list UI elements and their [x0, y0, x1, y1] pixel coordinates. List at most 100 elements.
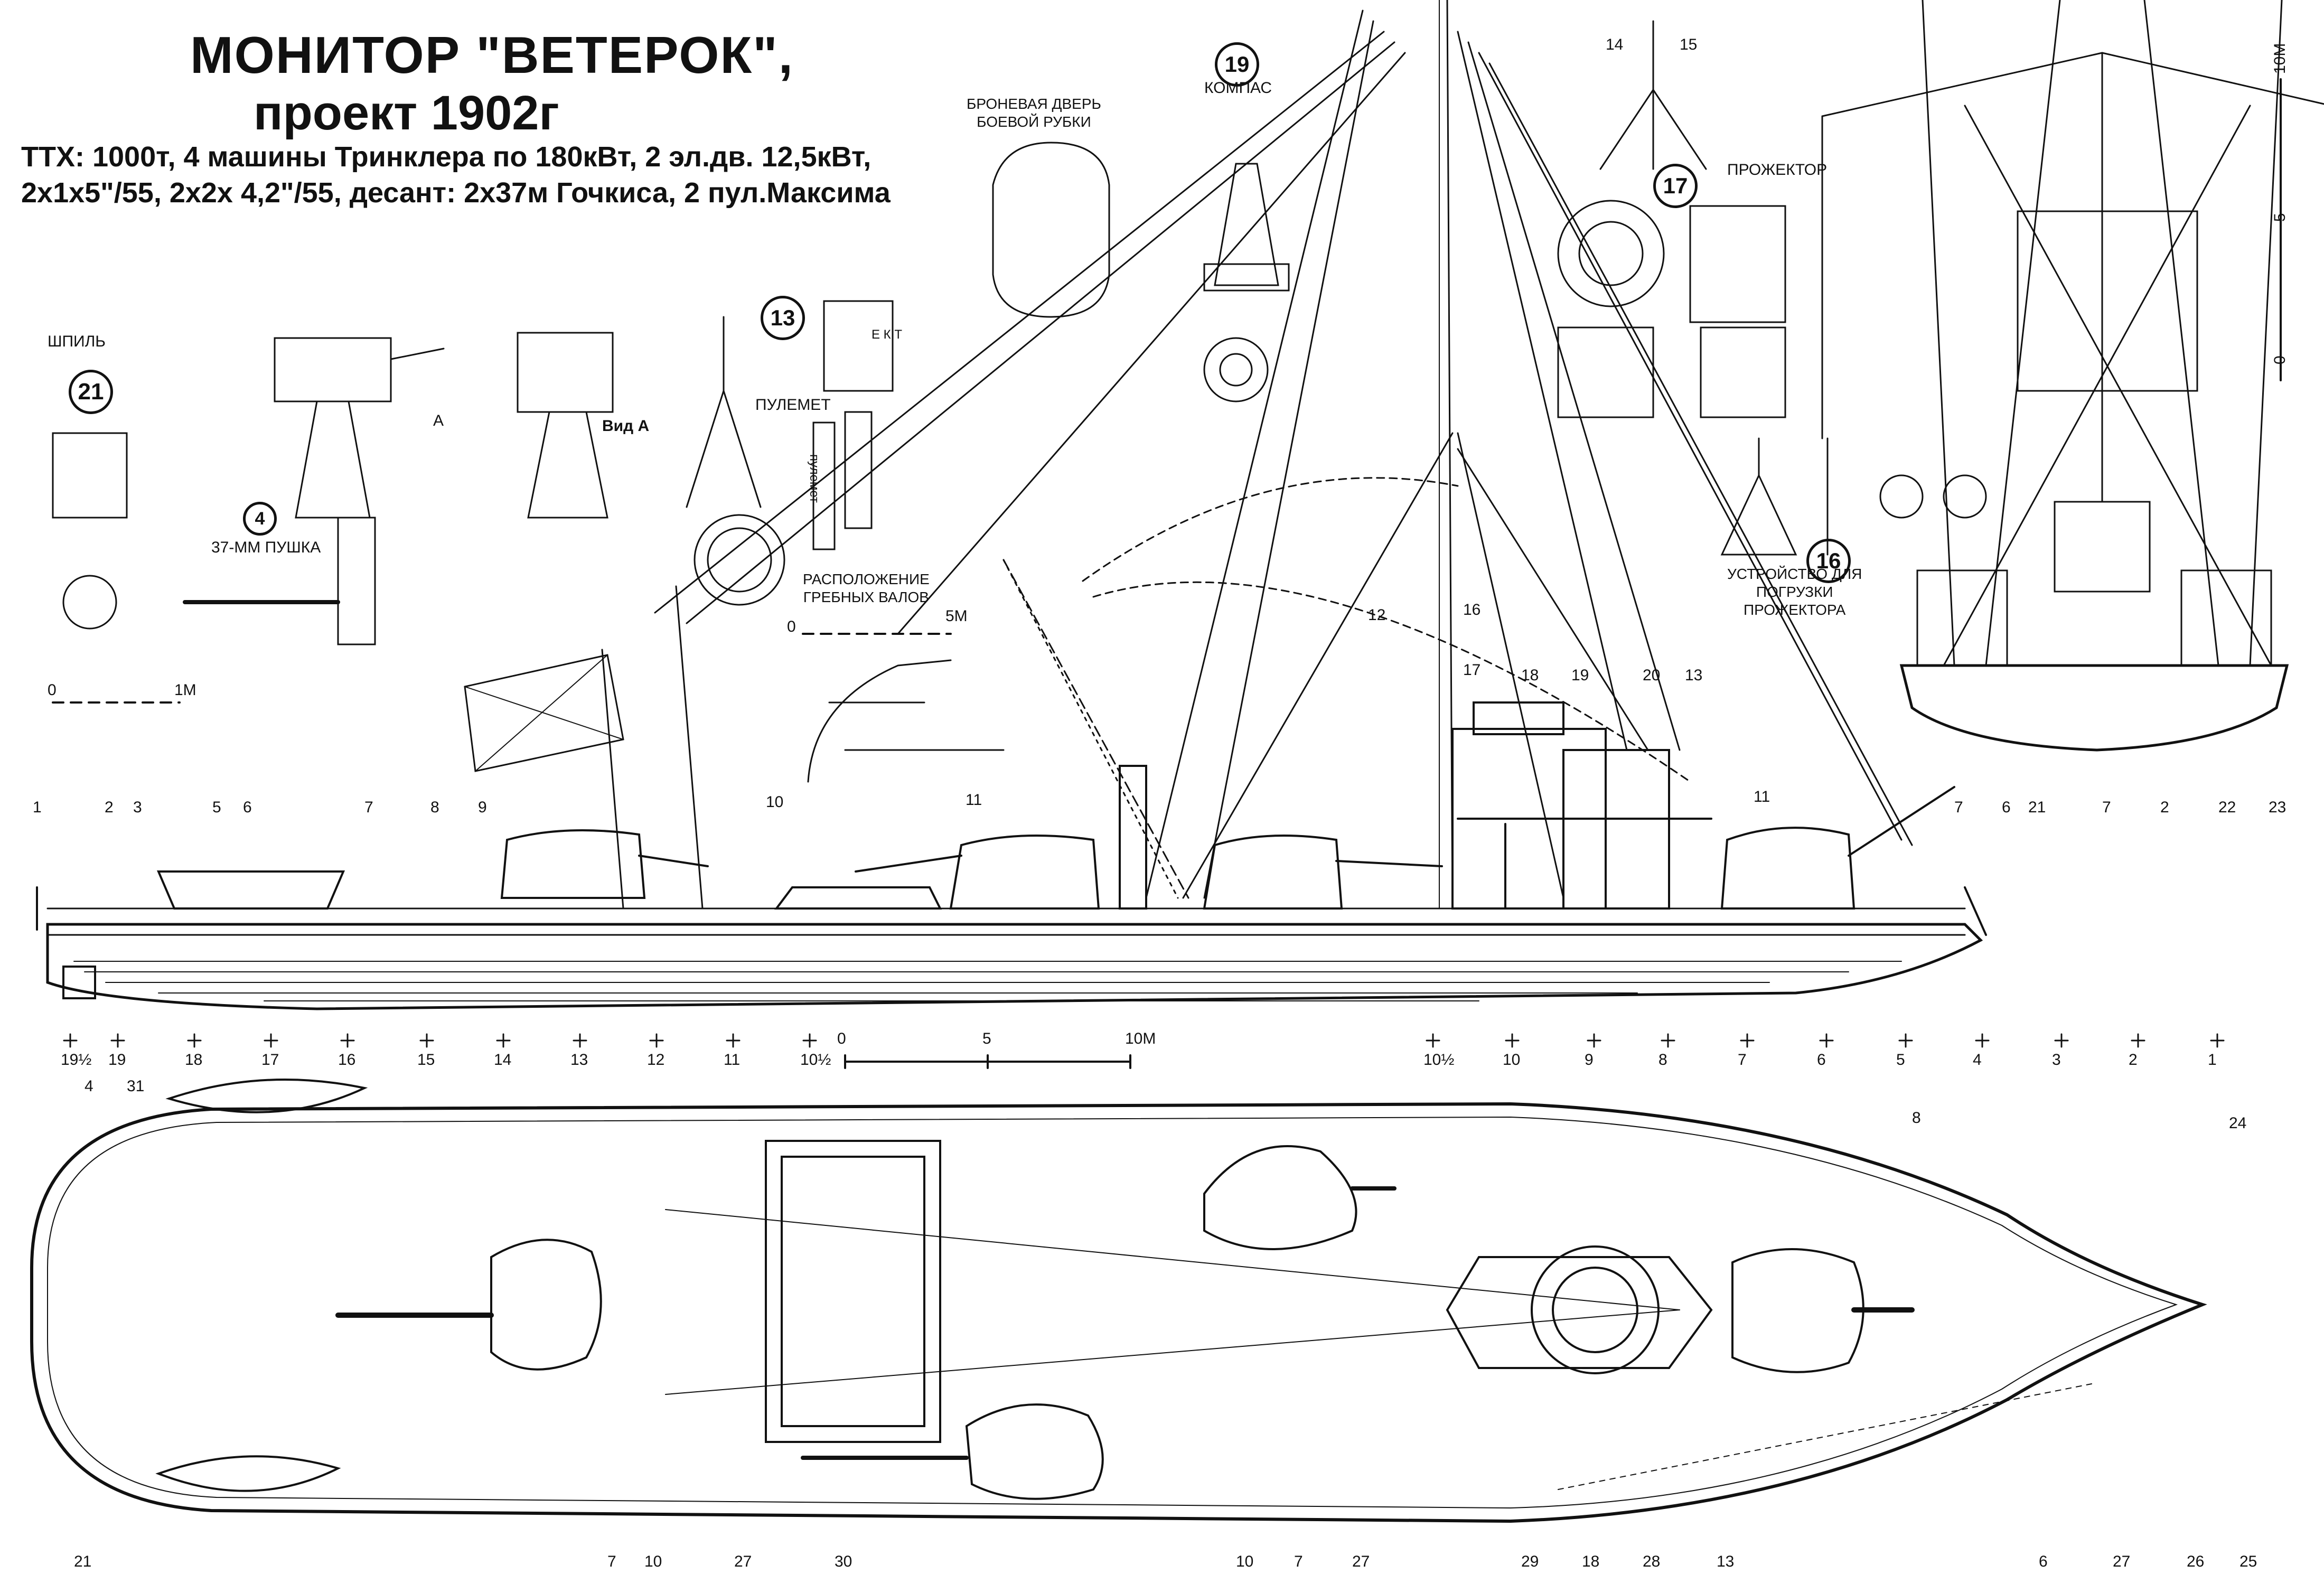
side-callout-6: 8	[430, 799, 439, 816]
circled-number-17: 17	[1653, 164, 1698, 208]
plan-callout-bottom-8: 29	[1521, 1553, 1539, 1570]
frame-number-7: 13	[570, 1051, 588, 1069]
plan-hull	[30, 1079, 2207, 1523]
side-callout-19: 6	[2002, 799, 2011, 816]
frame-number-10: 10½	[800, 1051, 831, 1069]
side-callout-12: 17	[1463, 661, 1481, 679]
frame-number-1: 19	[108, 1051, 126, 1069]
side-callout-4: 6	[243, 799, 252, 816]
label-spil: ШПИЛЬ	[48, 333, 106, 350]
rigging	[601, 0, 1913, 910]
plan-callout-bottom-14: 26	[2187, 1553, 2205, 1570]
side-callout-0: 1	[33, 799, 42, 816]
side-callout-18: 7	[1954, 799, 1963, 816]
frame-number-15: 7	[1738, 1051, 1747, 1069]
circled-number-19: 19	[1215, 42, 1259, 87]
side-callout-8: 10	[766, 793, 784, 811]
frame-number-16: 6	[1817, 1051, 1826, 1069]
plan-callout-bottom-10: 28	[1643, 1553, 1661, 1570]
detail-drawings	[52, 0, 2324, 783]
circled-number-21: 21	[69, 370, 113, 414]
label-armor-door: БРОНЕВАЯ ДВЕРЬ БОЕВОЙ РУБКИ	[967, 95, 1101, 131]
frame-number-13: 9	[1585, 1051, 1594, 1069]
scale-vertical-start: 0	[2271, 355, 2289, 364]
label-shafts: РАСПОЛОЖЕНИЕ ГРЕБНЫХ ВАЛОВ	[803, 570, 930, 606]
frame-number-17: 5	[1896, 1051, 1905, 1069]
side-hull	[36, 654, 1987, 1010]
scale-main-mid: 5	[982, 1030, 991, 1047]
plan-callout-bottom-9: 18	[1582, 1553, 1600, 1570]
label-armor-door-line-2: БОЕВОЙ РУБКИ	[977, 114, 1091, 130]
side-callout-23: 22	[2218, 799, 2236, 816]
frame-number-4: 16	[338, 1051, 356, 1069]
label-loading-line-3: ПРОЖЕКТОРА	[1744, 602, 1846, 618]
frame-ticks	[63, 1033, 2225, 1048]
frame-number-3: 17	[261, 1051, 279, 1069]
scale-main-end: 10М	[1125, 1030, 1156, 1047]
frame-number-11: 10½	[1423, 1051, 1455, 1069]
frame-number-0: 19½	[61, 1051, 92, 1069]
plan-callout-bottom-11: 13	[1717, 1553, 1735, 1570]
spec-line-2: 2х1х5"/55, 2х2х 4,2"/55, десант: 2х37м Г…	[21, 177, 891, 209]
plan-callout-bottom-12: 6	[2039, 1553, 2048, 1570]
label-view-a: Вид А	[602, 417, 650, 435]
side-callout-2: 3	[133, 799, 142, 816]
side-callout-14: 19	[1571, 667, 1589, 684]
plan-callout-top-2: 8	[1912, 1109, 1921, 1127]
frame-number-14: 8	[1658, 1051, 1667, 1069]
side-callout-22: 2	[2160, 799, 2169, 816]
frame-number-18: 4	[1973, 1051, 1982, 1069]
circled-number-4: 4	[243, 502, 277, 536]
plan-callout-bottom-1: 7	[607, 1553, 616, 1570]
frame-number-5: 15	[417, 1051, 435, 1069]
scale-vertical-end: 10М	[2271, 43, 2289, 74]
plan-callout-top-3: 24	[2229, 1114, 2247, 1132]
side-callout-20: 21	[2028, 799, 2046, 816]
label-arrow-a: А	[433, 412, 444, 429]
plan-callout-top-1: 31	[127, 1077, 145, 1095]
frame-number-9: 11	[724, 1051, 741, 1069]
scale-bars	[52, 78, 2282, 1069]
frame-number-19: 3	[2052, 1051, 2061, 1069]
frame-number-6: 14	[494, 1051, 512, 1069]
label-searchlight: ПРОЖЕКТОР	[1727, 161, 1828, 179]
spec-line-1: ТТХ: 1000т, 4 машины Тринклера по 180кВт…	[21, 141, 872, 173]
title-line-1: МОНИТОР "ВЕТЕРОК",	[190, 26, 794, 84]
label-armor-door-line-1: БРОНЕВАЯ ДВЕРЬ	[967, 96, 1101, 112]
plan-callout-bottom-3: 27	[734, 1553, 752, 1570]
side-callout-10: 12	[1368, 606, 1386, 624]
frame-number-12: 10	[1503, 1051, 1521, 1069]
plan-callout-bottom-6: 7	[1294, 1553, 1303, 1570]
label-loading-line-2: ПОГРУЗКИ	[1756, 584, 1833, 600]
label-pulemet: ПУЛЕМЕТ	[755, 396, 831, 414]
frame-number-8: 12	[647, 1051, 665, 1069]
plan-callout-bottom-15: 25	[2239, 1553, 2257, 1570]
side-callout-3: 5	[212, 799, 221, 816]
frame-number-21: 1	[2208, 1051, 2217, 1069]
label-shafts-line-1: РАСПОЛОЖЕНИЕ	[803, 571, 930, 587]
label-37mm-gun: 37-ММ ПУШКА	[211, 539, 321, 556]
scale-main-start: 0	[837, 1030, 846, 1047]
title-line-2: проект 1902г	[254, 86, 559, 140]
scale-small-end: 1М	[174, 681, 196, 699]
scale-vertical-mid: 5	[2271, 213, 2289, 222]
side-callout-7: 9	[478, 799, 487, 816]
plan-callout-bottom-4: 30	[835, 1553, 852, 1570]
side-callout-9: 11	[966, 791, 982, 809]
side-callout-15: 20	[1643, 667, 1661, 684]
plan-callout-bottom-5: 10	[1236, 1553, 1254, 1570]
scale-small-start: 0	[48, 681, 57, 699]
label-shafts-line-2: ГРЕБНЫХ ВАЛОВ	[803, 589, 929, 605]
scale-shafts-end: 5М	[945, 607, 968, 625]
plan-callout-bottom-2: 10	[644, 1553, 662, 1570]
circled-number-16: 16	[1806, 539, 1851, 583]
label-ekt: Е К Т	[872, 327, 902, 342]
mast-callout-15: 15	[1680, 36, 1698, 53]
label-pulemet-vertical: пулемет	[807, 454, 821, 503]
mast-callout-14: 14	[1606, 36, 1624, 53]
side-callout-21: 7	[2102, 799, 2111, 816]
frame-number-2: 18	[185, 1051, 203, 1069]
circled-number-13: 13	[761, 296, 805, 340]
